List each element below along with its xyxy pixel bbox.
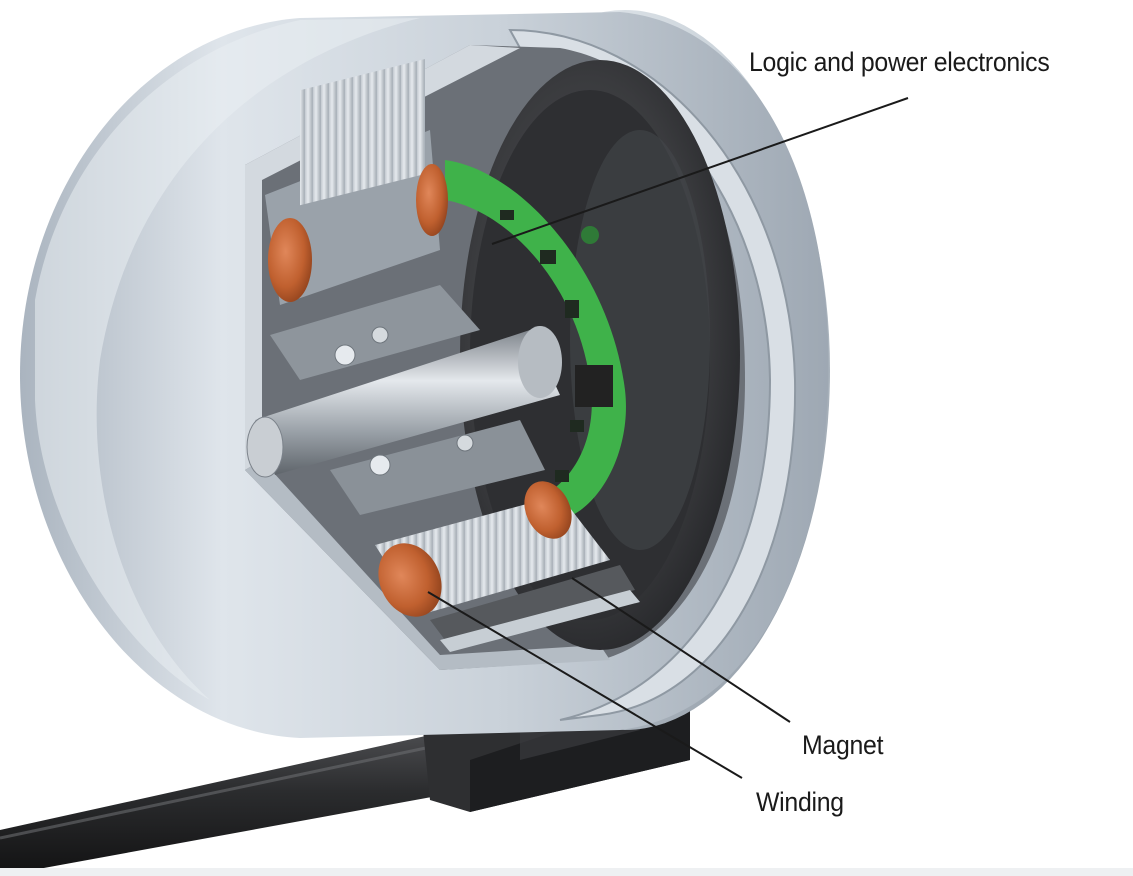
cable: [0, 735, 470, 876]
leader-line-winding: [427, 591, 743, 779]
bottom-border: [0, 868, 1133, 876]
leader-lines: [427, 97, 909, 779]
pcb-ring: [445, 160, 626, 520]
leader-line-logic: [491, 97, 909, 245]
label-winding: Winding: [756, 787, 844, 817]
lower-stator: [375, 481, 640, 652]
label-logic-and-power-electronics: Logic and power electronics: [749, 47, 1050, 77]
lower-bearing: [330, 420, 545, 515]
upper-bearing: [270, 285, 480, 380]
end-cap-rim: [508, 28, 797, 721]
shaft: [246, 326, 562, 478]
label-magnet: Magnet: [802, 730, 884, 760]
leader-line-magnet: [571, 577, 791, 723]
upper-stator: [265, 59, 448, 305]
